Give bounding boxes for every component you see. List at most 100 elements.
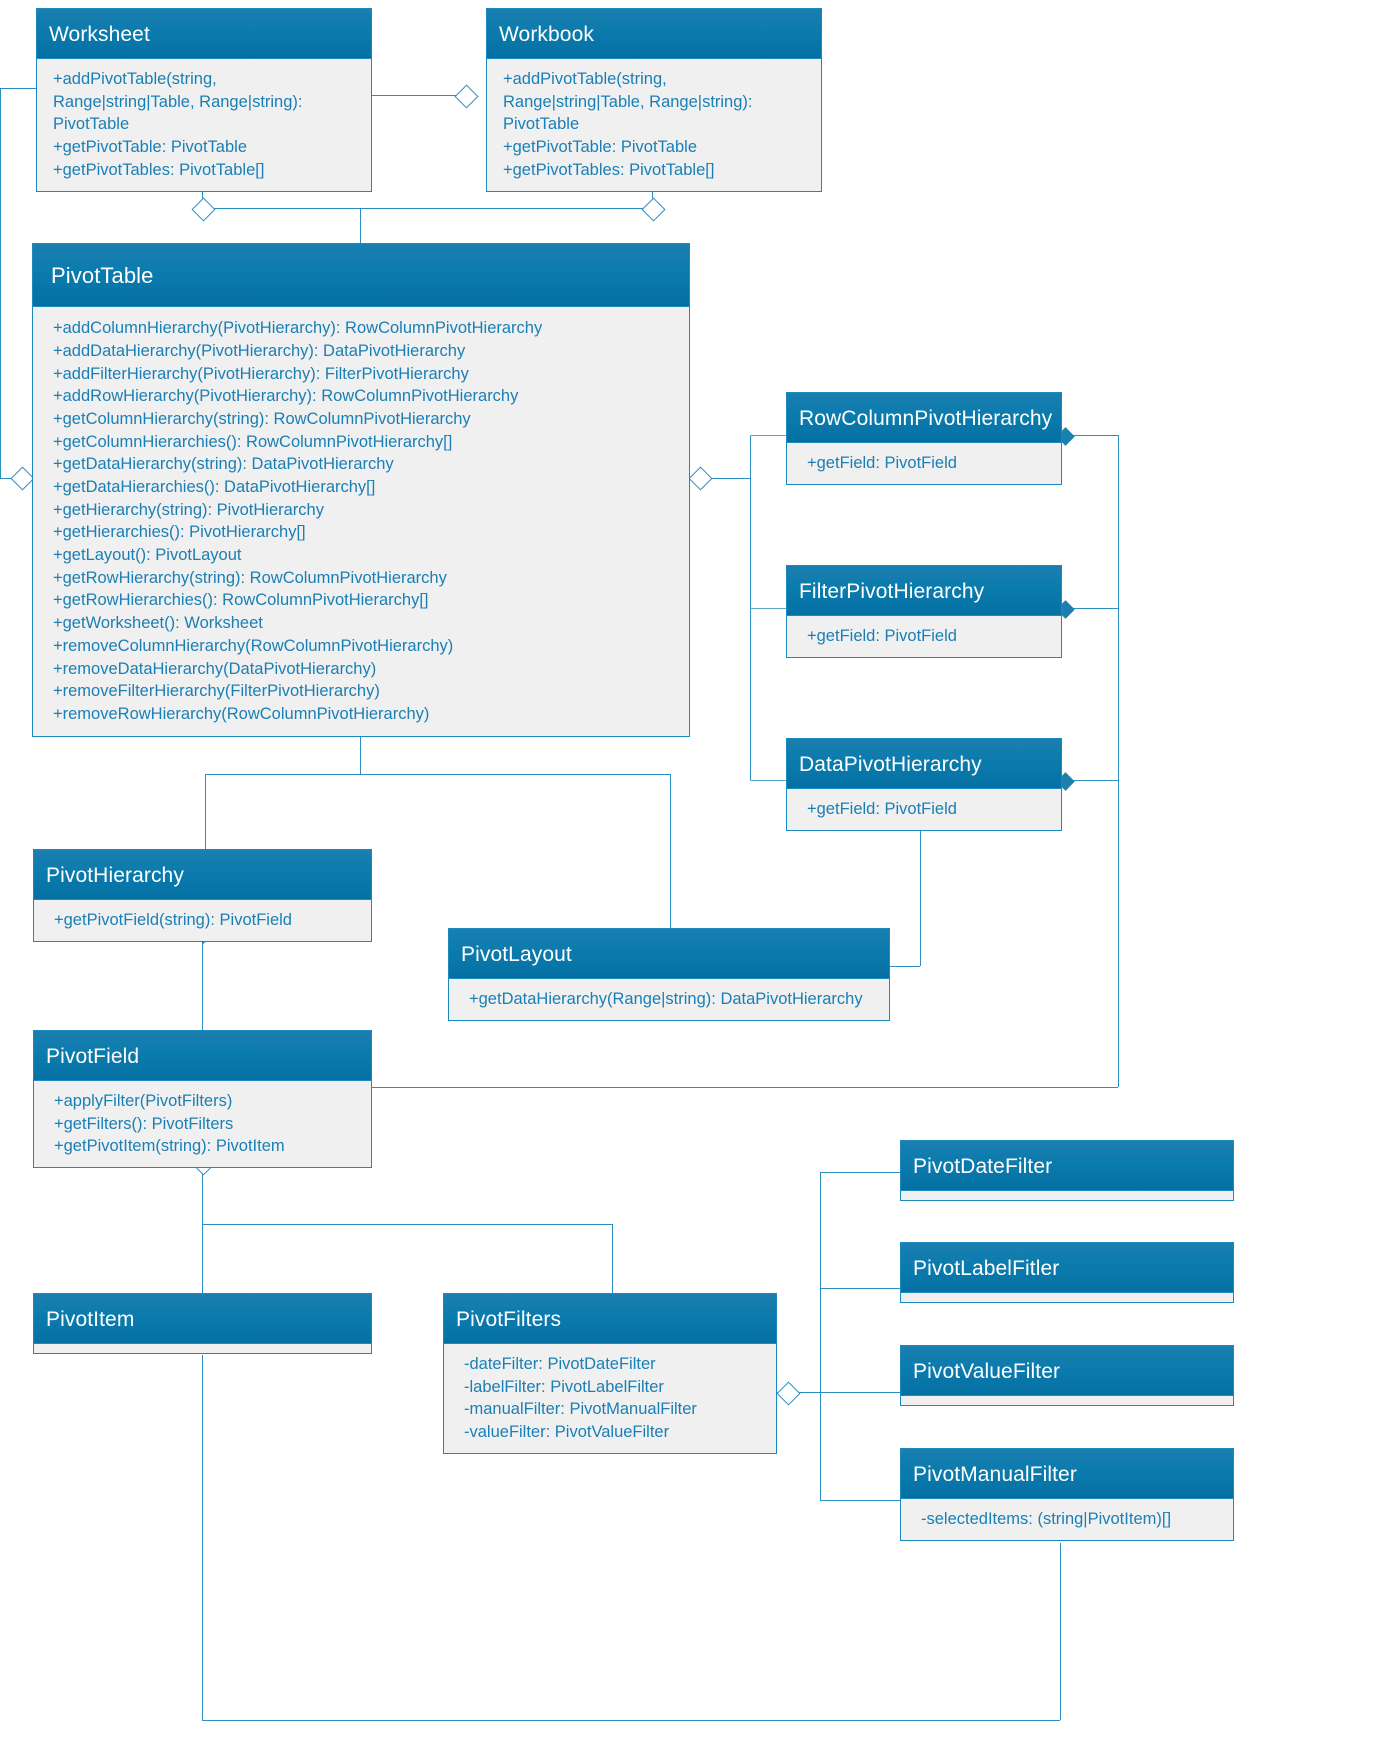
- member: +getPivotTables: PivotTable[]: [53, 160, 265, 179]
- member: +getPivotTables: PivotTable[]: [503, 160, 715, 179]
- class-pivotfield-members: +applyFilter(PivotFilters) +getFilters()…: [34, 1080, 371, 1168]
- class-worksheet[interactable]: Worksheet +addPivotTable(string, Range|s…: [36, 8, 372, 192]
- connector-pivottable-bottom: [360, 712, 361, 774]
- connector-to-label-filter: [820, 1288, 902, 1289]
- connector-to-pivotitem: [202, 1224, 203, 1294]
- connector-pivottable-right: [690, 478, 750, 479]
- member: +addPivotTable(string, Range|string|Tabl…: [503, 70, 753, 134]
- connector-pivotfield-bottom-bar: [202, 1224, 612, 1225]
- class-pivotitem[interactable]: PivotItem: [33, 1293, 372, 1355]
- class-datapivothierarchy-title: DataPivotHierarchy: [787, 739, 1061, 789]
- class-filterpivothierarchy[interactable]: FilterPivotHierarchy +getField: PivotFie…: [786, 565, 1062, 658]
- member: +removeDataHierarchy(DataPivotHierarchy): [53, 659, 377, 678]
- class-pivotlabelfilter[interactable]: PivotLabelFitler: [900, 1242, 1234, 1304]
- connector-rowcolumn-to-right-rail: [1062, 435, 1118, 436]
- member: +addDataHierarchy(PivotHierarchy): DataP…: [53, 341, 466, 360]
- connector-to-date-filter: [820, 1172, 902, 1173]
- member: +getDataHierarchy(Range|string): DataPiv…: [469, 990, 863, 1009]
- class-pivotfilters-title: PivotFilters: [444, 1294, 776, 1344]
- class-pivotlayout-members: +getDataHierarchy(Range|string): DataPiv…: [449, 978, 889, 1020]
- member: +getField: PivotField: [807, 800, 957, 819]
- connector-right-rail: [1118, 435, 1119, 1087]
- member: +addColumnHierarchy(PivotHierarchy): Row…: [53, 319, 543, 338]
- connector-to-pivotfilters: [612, 1224, 613, 1294]
- class-pivotmanualfilter[interactable]: PivotManualFilter -selectedItems: (strin…: [900, 1448, 1234, 1541]
- class-pivotdatefilter[interactable]: PivotDateFilter: [900, 1140, 1234, 1202]
- member: -manualFilter: PivotManualFilter: [464, 1400, 697, 1419]
- connector-worksheet-workbook: [372, 95, 464, 96]
- member: -selectedItems: (string|PivotItem)[]: [921, 1510, 1172, 1529]
- class-worksheet-members: +addPivotTable(string, Range|string|Tabl…: [37, 58, 371, 191]
- class-rowcolumnpivothierarchy-members: +getField: PivotField: [787, 442, 1061, 484]
- member: +addRowHierarchy(PivotHierarchy): RowCol…: [53, 387, 519, 406]
- member: +getField: PivotField: [807, 454, 957, 473]
- class-pivotvaluefilter[interactable]: PivotValueFilter: [900, 1345, 1234, 1407]
- aggregation-diamond-workbook-bottom: [641, 197, 666, 222]
- class-pivotlayout[interactable]: PivotLayout +getDataHierarchy(Range|stri…: [448, 928, 890, 1021]
- class-workbook[interactable]: Workbook +addPivotTable(string, Range|st…: [486, 8, 822, 192]
- class-datapivothierarchy[interactable]: DataPivotHierarchy +getField: PivotField: [786, 738, 1062, 831]
- connector-left-rail-to-pivottable: [0, 478, 18, 479]
- member: +getWorksheet(): Worksheet: [53, 614, 263, 633]
- member: +getRowHierarchy(string): RowColumnPivot…: [53, 568, 447, 587]
- class-pivothierarchy[interactable]: PivotHierarchy +getPivotField(string): P…: [33, 849, 372, 942]
- class-rowcolumnpivothierarchy[interactable]: RowColumnPivotHierarchy +getField: Pivot…: [786, 392, 1062, 485]
- class-pivothierarchy-members: +getPivotField(string): PivotField: [34, 899, 371, 941]
- class-datapivothierarchy-members: +getField: PivotField: [787, 788, 1061, 830]
- connector-to-data-hierarchy: [750, 780, 790, 781]
- connector-pivotlayout-right: [890, 966, 920, 967]
- connector-junction-to-pivottable: [360, 208, 361, 243]
- connector-to-pivothierarchy: [205, 774, 206, 849]
- connector-manualfilter-down: [1060, 1543, 1061, 1720]
- member: +getPivotTable: PivotTable: [503, 138, 697, 157]
- member: +getFilters(): PivotFilters: [54, 1114, 234, 1133]
- member: +getHierarchy(string): PivotHierarchy: [53, 500, 324, 519]
- connector-pivotfield-bottom: [202, 1162, 203, 1224]
- member: +getPivotTable: PivotTable: [53, 138, 247, 157]
- connector-pivottable-bottom-bar: [205, 774, 670, 775]
- member: +addFilterHierarchy(PivotHierarchy): Fil…: [53, 364, 469, 383]
- connector-junction-bar: [202, 208, 652, 209]
- connector-to-pivotlayout: [670, 774, 671, 929]
- class-workbook-title: Workbook: [487, 9, 821, 59]
- member: +removeColumnHierarchy(RowColumnPivotHie…: [53, 636, 454, 655]
- connector-to-manual-filter: [820, 1500, 902, 1501]
- connector-pivotlayout-up: [920, 790, 921, 966]
- member: +getColumnHierarchies(): RowColumnPivotH…: [53, 432, 453, 451]
- connector-right-rail-to-pivotfield: [372, 1087, 1118, 1088]
- class-pivotvaluefilter-members: [901, 1395, 1233, 1406]
- class-pivotitem-title: PivotItem: [34, 1294, 371, 1344]
- connector-filters-rail: [820, 1172, 821, 1500]
- aggregation-diamond-worksheet-bottom: [191, 197, 216, 222]
- connector-filter-to-right-rail: [1062, 608, 1118, 609]
- class-pivothierarchy-title: PivotHierarchy: [34, 850, 371, 900]
- member: -labelFilter: PivotLabelFilter: [464, 1377, 664, 1396]
- class-pivottable-title: PivotTable: [33, 244, 689, 307]
- class-pivotlabelfilter-members: [901, 1292, 1233, 1303]
- class-pivotfilters-members: -dateFilter: PivotDateFilter -labelFilte…: [444, 1343, 776, 1453]
- aggregation-diamond-pivottable-right: [688, 466, 713, 491]
- member: +removeRowHierarchy(RowColumnPivotHierar…: [53, 704, 430, 723]
- class-pivotvaluefilter-title: PivotValueFilter: [901, 1346, 1233, 1396]
- class-pivotmanualfilter-members: -selectedItems: (string|PivotItem)[]: [901, 1498, 1233, 1540]
- aggregation-diamond-pivotfilters: [776, 1381, 801, 1406]
- class-pivottable[interactable]: PivotTable +addColumnHierarchy(PivotHier…: [32, 243, 690, 737]
- connector-pivothierarchy-to-pivotfield: [202, 933, 203, 1030]
- aggregation-diamond-workbook: [454, 84, 479, 109]
- class-pivotfilters[interactable]: PivotFilters -dateFilter: PivotDateFilte…: [443, 1293, 777, 1454]
- member: +getColumnHierarchy(string): RowColumnPi…: [53, 409, 471, 428]
- class-pivotitem-members: [34, 1343, 371, 1354]
- class-pivottable-members: +addColumnHierarchy(PivotHierarchy): Row…: [33, 306, 689, 736]
- member: +getDataHierarchies(): DataPivotHierarch…: [53, 478, 376, 496]
- member: +getLayout(): PivotLayout: [53, 546, 242, 565]
- class-pivotdatefilter-title: PivotDateFilter: [901, 1141, 1233, 1191]
- connector-left-rail: [0, 88, 1, 478]
- connector-to-filter-hierarchy: [750, 608, 790, 609]
- class-filterpivothierarchy-members: +getField: PivotField: [787, 615, 1061, 657]
- member: +applyFilter(PivotFilters): [54, 1092, 233, 1111]
- member: +getField: PivotField: [807, 627, 957, 646]
- member: +getRowHierarchies(): RowColumnPivotHier…: [53, 591, 429, 610]
- class-pivotfield[interactable]: PivotField +applyFilter(PivotFilters) +g…: [33, 1030, 372, 1169]
- class-pivotdatefilter-members: [901, 1190, 1233, 1201]
